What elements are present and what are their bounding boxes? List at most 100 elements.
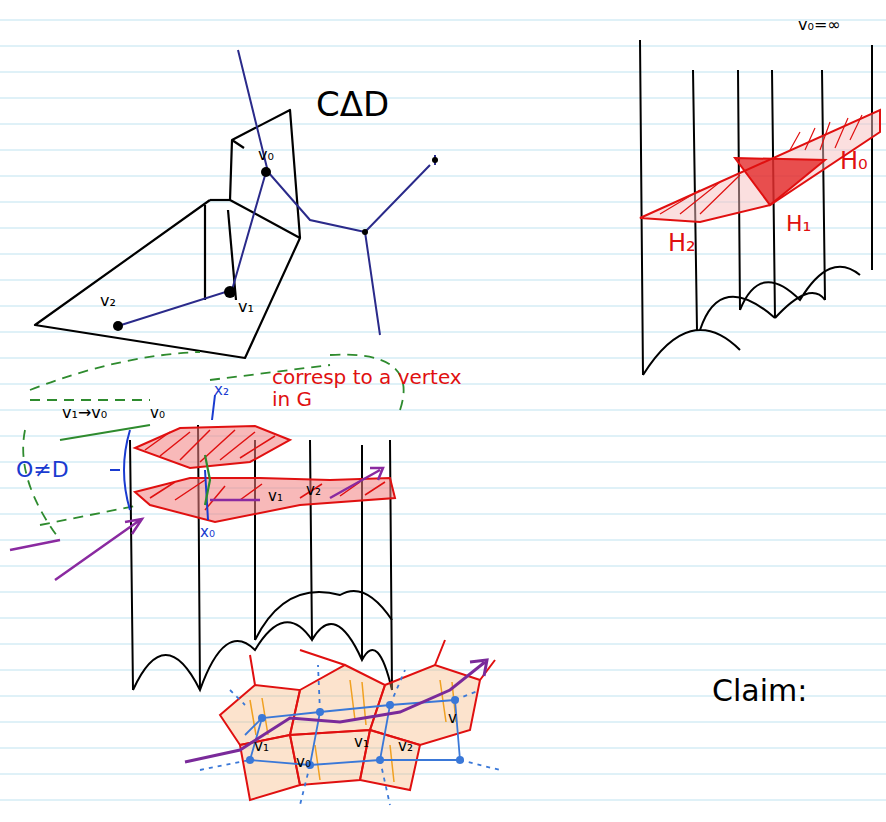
ruled-lines-part xyxy=(0,514,886,515)
tree-vertices-part xyxy=(362,229,368,235)
red-tiling-part xyxy=(290,665,385,735)
ruled-lines-part xyxy=(0,410,886,411)
ruled-lines-part xyxy=(0,20,886,21)
layer-hatching xyxy=(145,430,385,510)
blue-vertices-part xyxy=(246,756,254,764)
vertex-label: v₀ xyxy=(150,405,165,422)
ruled-lines-part xyxy=(0,462,886,463)
middle-half-space-part xyxy=(255,591,392,640)
layer-hatching-part xyxy=(145,430,385,510)
tree-vertices-part xyxy=(432,157,438,163)
ruled-lines-part xyxy=(0,306,886,307)
ruled-lines-part xyxy=(0,150,886,151)
orange-hatching xyxy=(250,680,456,782)
blue-bracket-part xyxy=(110,395,215,520)
ideal-triangles-part xyxy=(230,110,300,238)
vertex-label: v₁ xyxy=(238,298,254,316)
blue-vertices-part xyxy=(451,696,459,704)
ruled-lines-part xyxy=(0,358,886,359)
ruled-lines-part xyxy=(0,748,886,749)
vertex-label: v xyxy=(448,710,457,727)
red-layers xyxy=(135,426,395,522)
horoball-strip-part xyxy=(640,110,880,222)
vertex-label: v₂ xyxy=(306,482,321,499)
ruled-lines xyxy=(0,20,886,800)
blue-vertices-part xyxy=(376,756,384,764)
ruled-lines-part xyxy=(0,280,886,281)
red-tiling-part xyxy=(290,730,370,785)
red-tiling-part xyxy=(250,640,495,685)
vertex-label: v₂ xyxy=(398,738,413,755)
middle-half-space-part xyxy=(130,425,392,690)
ruled-lines-part xyxy=(0,436,886,437)
red-tiling-part xyxy=(370,665,480,745)
vertex-label: v₀ xyxy=(296,754,311,771)
dual-tree-part xyxy=(118,50,435,335)
ideal-triangles-part xyxy=(210,199,230,201)
horoball-label: H₂ xyxy=(668,230,696,256)
tree-vertices-part xyxy=(224,286,236,298)
green-path-part xyxy=(60,425,210,505)
blue-vertices xyxy=(246,696,464,769)
orange-hatching-part xyxy=(250,680,456,782)
red-layers-part xyxy=(135,426,290,468)
middle-half-space xyxy=(130,425,392,690)
blue-bracket xyxy=(110,395,215,520)
half-space-right-part xyxy=(643,267,860,375)
blue-graph-part xyxy=(245,700,460,765)
blue-vertices-part xyxy=(456,756,464,764)
vertex-label: v₁ xyxy=(268,488,283,505)
ruled-lines-part xyxy=(0,332,886,333)
tree-vertices-part xyxy=(113,321,123,331)
ruled-lines-part xyxy=(0,488,886,489)
blue-vertices-part xyxy=(258,714,266,722)
purple-arrows-part xyxy=(210,499,260,502)
horoball-label: H₁ xyxy=(786,212,811,236)
ruled-lines-part xyxy=(0,566,886,567)
hatching xyxy=(660,115,862,214)
blue-vertices-part xyxy=(386,701,394,709)
ideal-triangles-part xyxy=(204,205,206,300)
hatching-part xyxy=(660,115,862,214)
point-label: x₀ xyxy=(200,524,215,541)
tree-vertices xyxy=(113,157,438,331)
horoball-label: H₀ xyxy=(840,148,868,174)
red-note: corresp to a vertex in G xyxy=(272,366,482,410)
point-label: x₂ xyxy=(214,382,229,399)
ideal-triangles-part xyxy=(232,140,244,148)
ruled-lines-part xyxy=(0,774,886,775)
vertex-label: v₁ xyxy=(354,734,369,751)
dual-tree xyxy=(118,50,435,335)
ruled-lines-part xyxy=(0,592,886,593)
green-path xyxy=(60,425,210,505)
purple-arrows xyxy=(10,468,383,580)
ideal-triangles-part xyxy=(35,200,300,358)
ruled-lines-part xyxy=(0,46,886,47)
claim-heading: Claim: xyxy=(712,674,807,707)
purple-arrows-part xyxy=(10,519,142,580)
vertex-label: v₀ xyxy=(258,146,274,164)
vertex-label: v₁ xyxy=(254,738,269,755)
arrow-note: v₁→v₀ xyxy=(62,404,107,422)
blue-graph-part xyxy=(230,665,480,712)
tree-vertices-part xyxy=(261,167,271,177)
horoball-strip-part xyxy=(735,158,825,205)
infinity-note: v₀=∞ xyxy=(798,16,841,34)
blue-note: O≠D xyxy=(16,458,69,482)
vertex-label: v₂ xyxy=(100,292,116,310)
blue-vertices-part xyxy=(316,708,324,716)
ruled-lines-part xyxy=(0,800,886,801)
purple-path-part xyxy=(185,660,487,762)
ruled-lines-part xyxy=(0,540,886,541)
complex-label: CΔD xyxy=(316,86,389,123)
ruled-lines-part xyxy=(0,228,886,229)
purple-path xyxy=(185,660,487,762)
ruled-lines-part xyxy=(0,72,886,73)
horoball-strip xyxy=(640,110,880,222)
ruled-lines-part xyxy=(0,98,886,99)
ideal-triangles xyxy=(35,110,300,358)
ruled-lines-part xyxy=(0,124,886,125)
purple-arrows-part xyxy=(330,468,383,498)
blue-graph-part xyxy=(200,760,500,805)
